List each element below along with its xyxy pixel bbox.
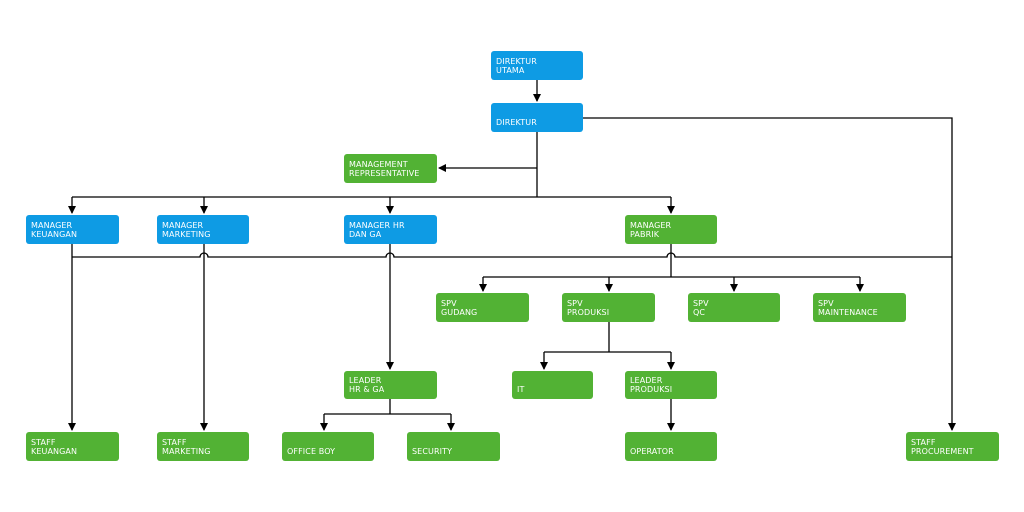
- node-label-line: PRODUKSI: [630, 385, 673, 394]
- node-label-line: SPV: [567, 299, 583, 308]
- node-label-line: MANAGER HR: [349, 221, 405, 230]
- node-it: IT: [512, 371, 593, 399]
- node-label-line: DIREKTUR: [496, 57, 537, 66]
- node-label-line: REPRESENTATIVE: [349, 169, 420, 178]
- node-staff-keuangan: STAFF KEUANGAN: [26, 432, 119, 461]
- node-label-line: KEUANGAN: [31, 447, 78, 456]
- node-spv-maintenance: SPV MAINTENANCE: [813, 293, 906, 322]
- node-label-line: HR & GA: [349, 385, 385, 394]
- node-label-line: PABRIK: [630, 230, 660, 239]
- node-management-representative: MANAGEMENT REPRESENTATIVE: [344, 154, 437, 183]
- node-label-line: PROCUREMENT: [911, 447, 974, 456]
- node-label-line: OPERATOR: [630, 447, 674, 456]
- node-label-line: UTAMA: [496, 66, 525, 75]
- node-label-line: STAFF: [162, 438, 187, 447]
- node-spv-produksi: SPV PRODUKSI: [562, 293, 655, 322]
- node-direktur-utama: DIREKTUR UTAMA: [491, 51, 583, 80]
- node-label-line: SPV: [818, 299, 834, 308]
- node-label-line: MARKETING: [162, 447, 211, 456]
- node-security: SECURITY: [407, 432, 500, 461]
- node-manager-keuangan: MANAGER KEUANGAN: [26, 215, 119, 244]
- node-label-line: OFFICE BOY: [287, 447, 336, 456]
- node-label-line: MANAGER: [31, 221, 73, 230]
- node-staff-marketing: STAFF MARKETING: [157, 432, 249, 461]
- node-label-line: LEADER: [630, 376, 663, 385]
- node-label-line: SPV: [441, 299, 457, 308]
- node-label-line: DAN GA: [349, 230, 382, 239]
- connector-direktur-procurement: [583, 117, 956, 431]
- node-leader-hr-ga: LEADER HR & GA: [344, 371, 437, 399]
- node-manager-pabrik: MANAGER PABRIK: [625, 215, 717, 244]
- node-leader-produksi: LEADER PRODUKSI: [625, 371, 717, 399]
- node-label-line: MAINTENANCE: [818, 308, 878, 317]
- node-spv-gudang: SPV GUDANG: [436, 293, 529, 322]
- node-label-line: PRODUKSI: [567, 308, 610, 317]
- node-label-line: STAFF: [911, 438, 936, 447]
- node-label-line: SECURITY: [412, 447, 453, 456]
- node-label-line: MANAGEMENT: [349, 160, 408, 169]
- node-manager-hr-ga: MANAGER HR DAN GA: [344, 215, 437, 244]
- node-label-line: SPV: [693, 299, 709, 308]
- node-label-line: LEADER: [349, 376, 382, 385]
- node-label-line: MANAGER: [630, 221, 672, 230]
- node-manager-marketing: MANAGER MARKETING: [157, 215, 249, 244]
- node-label-line: QC: [693, 308, 706, 317]
- node-label-line: KEUANGAN: [31, 230, 78, 239]
- node-staff-procurement: STAFF PROCUREMENT: [906, 432, 999, 461]
- node-operator: OPERATOR: [625, 432, 717, 461]
- node-label-line: STAFF: [31, 438, 56, 447]
- node-label-line: MANAGER: [162, 221, 204, 230]
- node-label-line: GUDANG: [441, 308, 478, 317]
- node-label-line: IT: [517, 385, 525, 394]
- node-direktur: DIREKTUR: [491, 103, 583, 132]
- node-office-boy: OFFICE BOY: [282, 432, 374, 461]
- node-spv-qc: SPV QC: [688, 293, 780, 322]
- node-label-line: DIREKTUR: [496, 118, 537, 127]
- node-label-line: MARKETING: [162, 230, 211, 239]
